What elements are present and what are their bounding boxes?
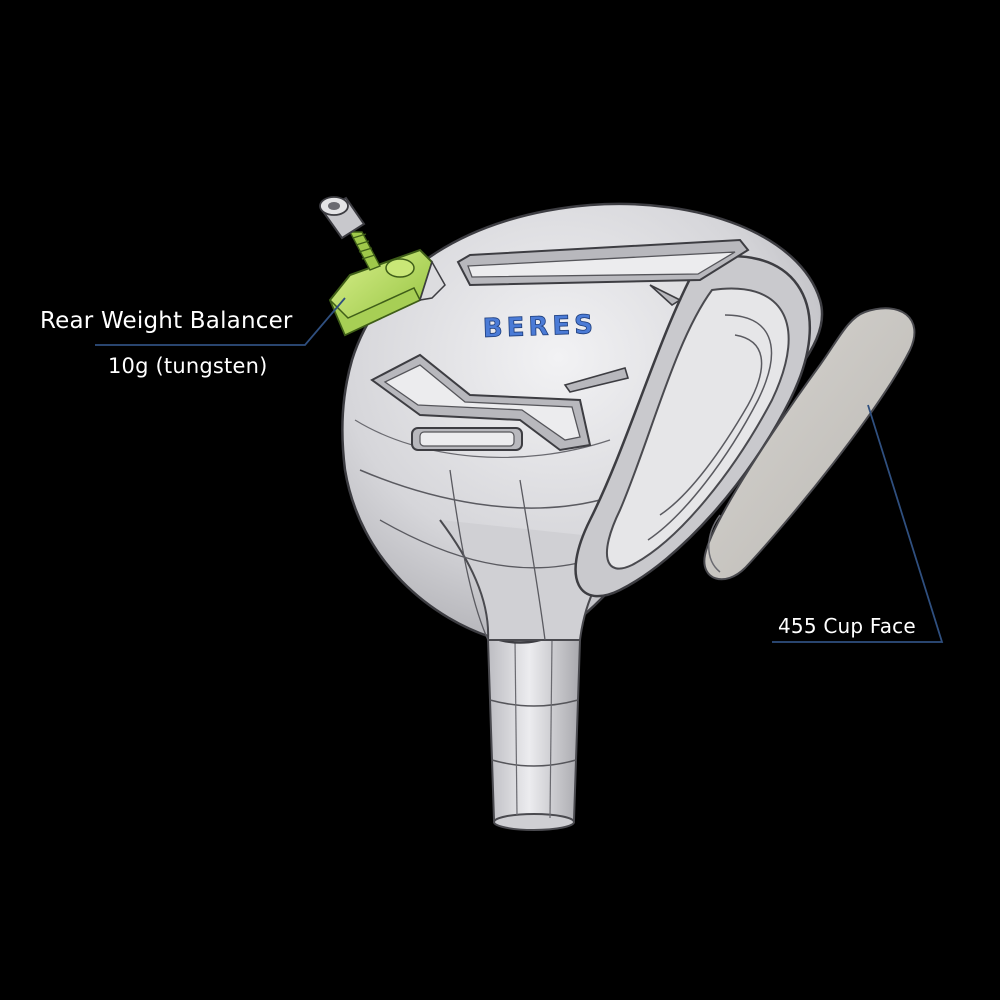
brand-logo: BERES bbox=[482, 310, 598, 345]
weight-screw bbox=[319, 196, 381, 271]
rear-weight-detail: 10g (tungsten) bbox=[108, 354, 268, 378]
rear-weight-leader-line bbox=[95, 297, 346, 346]
cup-face-insert bbox=[703, 307, 916, 581]
rear-weight-label: Rear Weight Balancer bbox=[40, 308, 293, 334]
cup-face-leader-line bbox=[772, 404, 944, 643]
cup-face-label: 455 Cup Face bbox=[778, 614, 916, 638]
hosel bbox=[486, 639, 582, 831]
rear-weight-balancer bbox=[328, 248, 446, 337]
svg-text:BERES: BERES bbox=[482, 310, 597, 344]
leader-lines bbox=[95, 297, 944, 643]
club-head-body bbox=[341, 202, 824, 644]
